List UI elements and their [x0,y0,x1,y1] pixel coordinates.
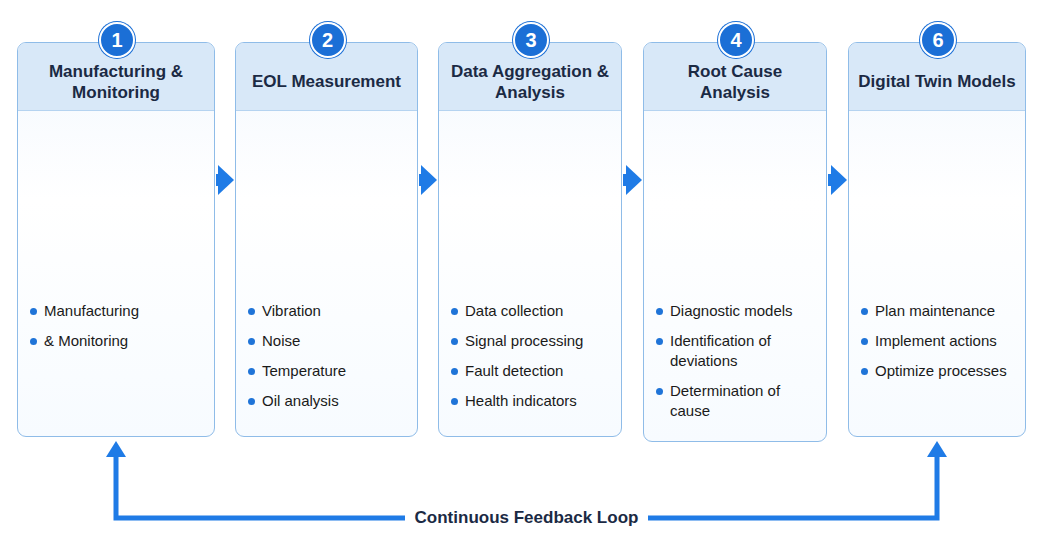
bullet-item: Optimize processes [861,361,1017,381]
bullet-list: VibrationNoiseTemperatureOil analysis [248,301,409,421]
bullet-dot [248,308,255,315]
bullet-item: Determination of cause [656,381,818,421]
process-panel: EOL MeasurementVibrationNoiseTemperature… [235,42,418,437]
bullet-item: Temperature [248,361,409,381]
flow-arrow [623,174,626,186]
bullet-item: Identification of deviations [656,331,818,371]
step-number: 1 [111,29,122,51]
bullet-text: Temperature [262,361,346,381]
bullet-text: Oil analysis [262,391,339,411]
bullet-item: Fault detection [451,361,613,381]
bullet-list: Diagnostic modelsIdentification of devia… [656,301,818,431]
bullet-dot [861,338,868,345]
bullet-dot [248,368,255,375]
process-panel: Root Cause AnalysisDiagnostic modelsIden… [643,42,827,442]
process-panel: Digital Twin ModelsPlan maintenanceImple… [848,42,1026,437]
bullet-text: Health indicators [465,391,577,411]
bullet-text: Diagnostic models [670,301,793,321]
bullet-text: Identification of deviations [670,331,818,371]
bullet-dot [451,368,458,375]
bullet-dot [656,308,663,315]
step-number-badge: 6 [920,22,956,58]
bullet-text: Signal processing [465,331,583,351]
bullet-list: Manufacturing & Monitoring [30,301,206,361]
step-number: 4 [730,29,741,51]
bullet-dot [248,338,255,345]
bullet-item: Plan maintenance [861,301,1017,321]
flow-arrow [216,174,218,186]
bullet-text: Plan maintenance [875,301,995,321]
bullet-text: Noise [262,331,300,351]
bullet-item: Noise [248,331,409,351]
flow-arrow [419,174,421,186]
panel-title: Manufacturing & Monitoring [26,61,206,103]
bullet-item: Implement actions [861,331,1017,351]
bullet-text: & Monitoring [44,331,128,351]
bullet-dot [656,388,663,395]
bullet-text: Fault detection [465,361,563,381]
bullet-list: Data collectionSignal processingFault de… [451,301,613,421]
step-number-badge: 1 [99,22,135,58]
step-number-badge: 4 [718,22,754,58]
process-panel: Data Aggregation & AnalysisData collecti… [438,42,622,437]
bullet-text: Implement actions [875,331,997,351]
bullet-dot [861,368,868,375]
bullet-dot [248,398,255,405]
panel-title: Digital Twin Models [858,71,1015,92]
step-number: 3 [525,29,536,51]
step-number-badge: 2 [310,22,346,58]
bullet-item: Signal processing [451,331,613,351]
bullet-item: & Monitoring [30,331,206,351]
panel-title: EOL Measurement [252,71,401,92]
step-number-badge: 3 [513,22,549,58]
bullet-item: Diagnostic models [656,301,818,321]
bullet-text: Manufacturing [44,301,139,321]
bullet-dot [861,308,868,315]
bullet-text: Data collection [465,301,563,321]
bullet-item: Oil analysis [248,391,409,411]
step-number: 6 [932,29,943,51]
bullet-dot [451,338,458,345]
bullet-text: Vibration [262,301,321,321]
bullet-dot [30,308,37,315]
step-number: 2 [322,29,333,51]
bullet-list: Plan maintenanceImplement actionsOptimiz… [861,301,1017,391]
bullet-item: Data collection [451,301,613,321]
bullet-dot [451,308,458,315]
bullet-dot [30,338,37,345]
panel-title: Data Aggregation & Analysis [447,61,613,103]
bullet-dot [656,338,663,345]
process-panel: Manufacturing & MonitoringManufacturing&… [17,42,215,437]
bullet-item: Vibration [248,301,409,321]
bullet-text: Determination of cause [670,381,818,421]
panel-title: Root Cause Analysis [652,61,818,103]
loop-label: Continuous Feedback Loop [405,507,649,529]
bullet-dot [451,398,458,405]
bullet-text: Optimize processes [875,361,1007,381]
bullet-item: Health indicators [451,391,613,411]
flow-arrow [828,174,831,186]
bullet-item: Manufacturing [30,301,206,321]
